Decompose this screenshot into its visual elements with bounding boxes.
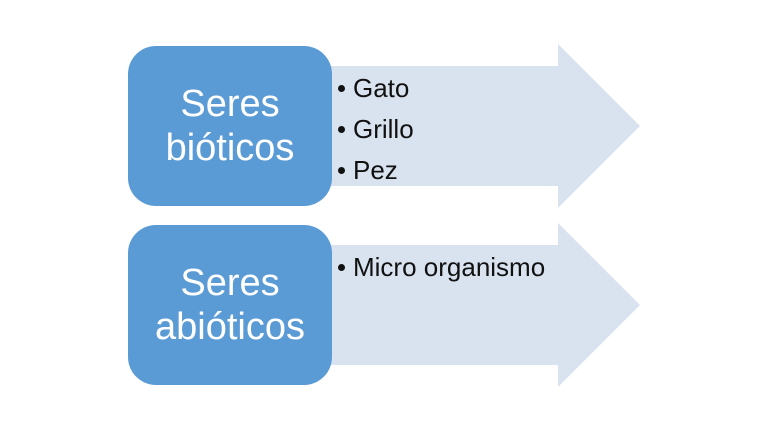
- bullet-icon: [338, 85, 345, 92]
- category-label-line1: Seres: [180, 83, 280, 125]
- category-label-line1: Seres: [180, 262, 280, 304]
- list-item-text: Pez: [353, 155, 398, 185]
- category-box: Seres abióticos: [128, 225, 332, 385]
- list-item: Grillo: [336, 109, 414, 150]
- list-item: Gato: [336, 68, 414, 109]
- category-label: Seres bióticos: [135, 82, 325, 170]
- category-label-line2: bióticos: [165, 127, 295, 169]
- arrow-shape: [290, 223, 640, 387]
- arrow-shape-svg: [290, 223, 640, 387]
- category-label: Seres abióticos: [135, 261, 325, 349]
- bullet-icon: [338, 126, 345, 133]
- category-label-line2: abióticos: [155, 306, 305, 348]
- list-item-text: Micro organismo: [353, 252, 546, 282]
- list-item-text: Grillo: [353, 114, 414, 144]
- arrow-polygon: [290, 44, 640, 208]
- bullet-icon: [338, 167, 345, 174]
- row-seres-bioticos: Seres bióticos Gato Grillo Pez: [0, 44, 768, 208]
- item-list: Gato Grillo Pez: [336, 68, 414, 191]
- arrow-polygon: [290, 223, 640, 387]
- list-item: Pez: [336, 150, 414, 191]
- arrow-shape: [290, 44, 640, 208]
- item-list: Micro organismo: [336, 247, 545, 288]
- arrow-shape-svg: [290, 44, 640, 208]
- bullet-icon: [338, 264, 345, 271]
- list-item: Micro organismo: [336, 247, 545, 288]
- list-item-text: Gato: [353, 73, 410, 103]
- row-seres-abioticos: Seres abióticos Micro organismo: [0, 223, 768, 387]
- category-box: Seres bióticos: [128, 46, 332, 206]
